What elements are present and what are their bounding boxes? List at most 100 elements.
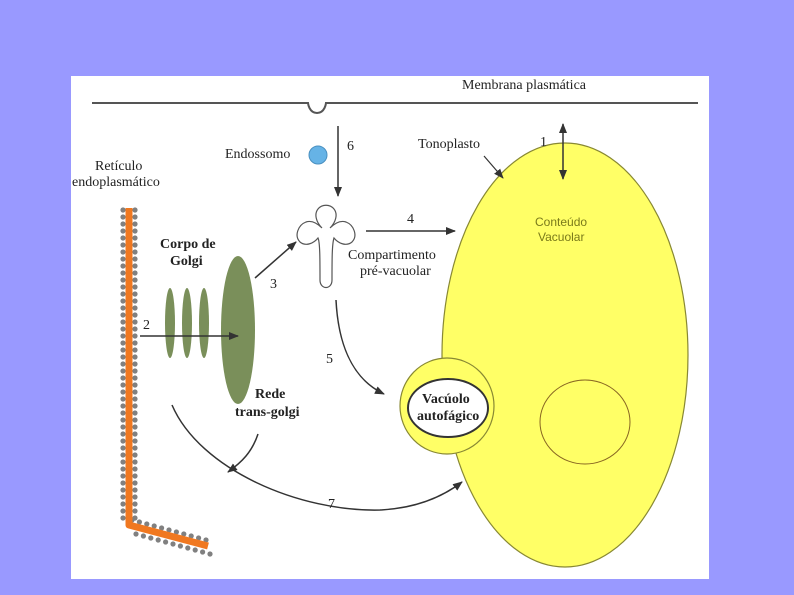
label-conteudo-1: Conteúdo [535,215,587,229]
ribosome-dot [120,473,126,479]
label-reticulo-2: endoplasmático [72,175,160,190]
ribosome-dot [188,533,194,539]
ribosome-dot [120,263,126,269]
label-rede-2: trans-golgi [235,405,300,420]
ribosome-dot [132,501,138,507]
ribosome-dot [132,256,138,262]
ribosome-dot [132,459,138,465]
ribosome-dot [120,410,126,416]
ribosome-dot [120,221,126,227]
label-membrana: Membrana plasmática [462,78,587,93]
label-n3: 3 [270,277,277,292]
ribosome-dot [148,535,154,541]
ribosome-dot [120,494,126,500]
label-n5: 5 [326,352,333,367]
ribosome-dot [140,533,146,539]
ribosome-dot [120,354,126,360]
ribosome-dot [120,319,126,325]
vacuole [399,142,689,568]
ribosome-dot [132,207,138,213]
ribosome-dot [120,452,126,458]
ribosome-dot [132,438,138,444]
ribosome-dot [132,228,138,234]
autophagic-vacuole-inner [407,378,489,438]
ribosome-dot [132,396,138,402]
ribosome-dot [133,531,139,537]
ribosome-dot [120,207,126,213]
arrow-5 [335,299,385,395]
label-compart-2: pré-vacuolar [360,264,431,279]
ribosome-dot [120,340,126,346]
ribosome-dot [132,375,138,381]
ribosome-dot [155,537,161,543]
ribosome-dot [120,326,126,332]
ribosome-dot [203,537,209,543]
ribosome-dot [120,501,126,507]
tonoplast-pointer [483,155,504,179]
label-vacuolo-1: Vacúolo [422,392,470,407]
ribosome-dot [132,249,138,255]
ribosome-dot [132,284,138,290]
ribosome-dot [207,551,213,557]
ribosome-dot [196,535,202,541]
ribosome-dot [132,466,138,472]
ribosome-dot [120,382,126,388]
ribosome-dot [120,368,126,374]
ribosome-dot [120,508,126,514]
ribosome-dot [132,473,138,479]
ribosome-dot [132,368,138,374]
ribosome-dot [181,531,187,537]
ribosome-dot [132,389,138,395]
ribosome-dot [132,403,138,409]
ribosome-dot [163,539,169,545]
ribosome-dot [120,298,126,304]
endosome [308,145,328,165]
ribosome-dot [132,417,138,423]
ribosome-dot [132,263,138,269]
ribosome-dot [132,221,138,227]
ribosome-dot [170,541,176,547]
ribosome-dot [132,312,138,318]
label-corpo-1: Corpo de [160,237,216,252]
ribosome-dot [120,256,126,262]
arrow-7 [171,404,463,511]
ribosome-dot [120,277,126,283]
label-n7: 7 [328,497,335,512]
ribosome-dot [120,270,126,276]
label-n4: 4 [407,212,414,227]
ribosome-dot [120,480,126,486]
ribosome-dot [120,396,126,402]
ribosome-dot [132,347,138,353]
er-ribosomes [120,207,213,557]
inner-circle [539,379,631,465]
ribosome-dot [132,494,138,500]
ribosome-dot [120,284,126,290]
ribosome-dot [120,249,126,255]
ribosome-dot [132,508,138,514]
arrow-3 [254,241,297,279]
prevacuolar-compartment [296,204,356,289]
label-corpo-2: Golgi [170,254,203,269]
ribosome-dot [159,525,165,531]
label-conteudo-2: Vacuolar [538,230,584,244]
ribosome-dot [132,305,138,311]
ribosome-dot [177,543,183,549]
ribosome-dot [120,333,126,339]
label-n2: 2 [143,318,150,333]
ribosome-dot [120,228,126,234]
ribosome-dot [132,242,138,248]
ribosome-dot [192,547,198,553]
ribosome-dot [120,235,126,241]
ribosome-dot [132,298,138,304]
ribosome-dot [132,445,138,451]
label-vacuolo-2: autofágico [417,409,479,424]
ribosome-dot [132,235,138,241]
golgi-body [165,256,255,404]
ribosome-dot [132,382,138,388]
ribosome-dot [136,519,142,525]
label-n6: 6 [347,139,354,154]
ribosome-dot [120,466,126,472]
ribosome-dot [120,312,126,318]
ribosome-dot [120,375,126,381]
